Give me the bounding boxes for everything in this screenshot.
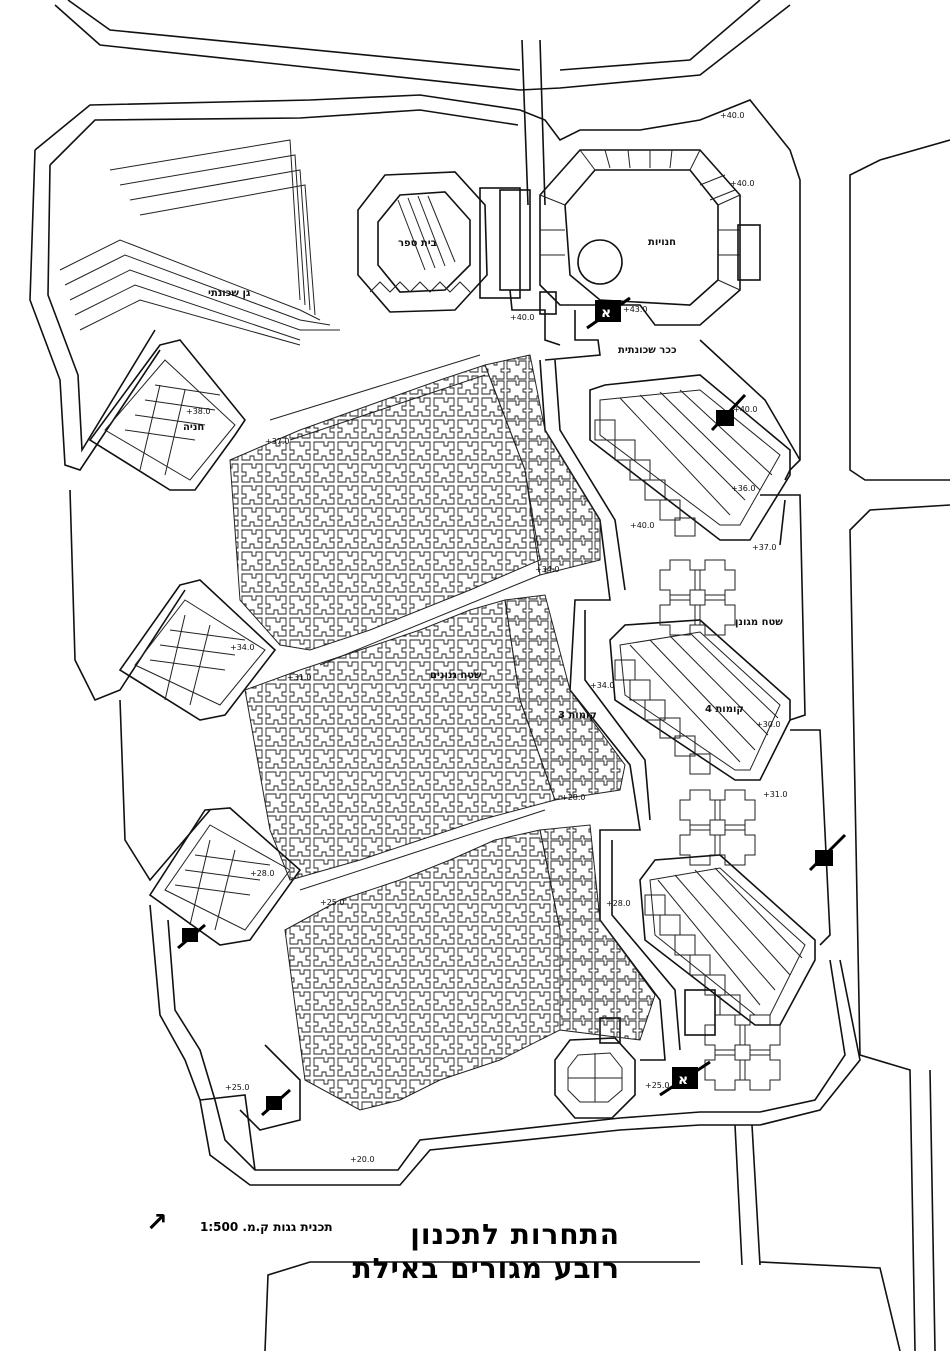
section-marker-a-top	[586, 296, 631, 330]
drawing-subtitle: תכנית גגות ק.מ. 1:500	[200, 1220, 333, 1234]
housing-clusters	[229, 354, 656, 1111]
svg-text:+25.0: +25.0	[225, 1083, 250, 1092]
svg-text:+28.0: +28.0	[606, 899, 631, 908]
svg-text:+28.0: +28.0	[250, 869, 275, 878]
label-green-area: שטח גנונים	[430, 670, 482, 681]
label-play-area: שטח מגונן	[735, 617, 783, 628]
svg-text:+40.0: +40.0	[630, 521, 655, 530]
parking-north	[88, 339, 246, 491]
label-floors4: 4 קומות	[705, 704, 744, 715]
south-west-plaza	[199, 1044, 301, 1171]
parking-south	[148, 807, 302, 946]
access-road-north	[521, 39, 546, 206]
svg-text:+36.0: +36.0	[731, 484, 756, 493]
right-road	[849, 139, 950, 1351]
parking-middle	[118, 579, 277, 721]
svg-text:+40.0: +40.0	[730, 179, 755, 188]
svg-text:+40.0: +40.0	[733, 405, 758, 414]
svg-text:+25.0: +25.0	[320, 898, 345, 907]
svg-text:+31.0: +31.0	[763, 790, 788, 799]
section-marker-b-4	[261, 1088, 291, 1117]
title-line-2: רובע מגורים באילת	[352, 1252, 620, 1285]
site-boundary	[29, 94, 861, 1186]
svg-text:+43.0: +43.0	[623, 305, 648, 314]
svg-text:+25.0: +25.0	[645, 1081, 670, 1090]
label-shops: חנויות	[648, 237, 676, 248]
row-block-north	[589, 374, 791, 541]
bottom-road	[264, 1124, 901, 1351]
pavilions	[659, 559, 781, 1091]
svg-text:+28.0: +28.0	[561, 793, 586, 802]
svg-text:+20.0: +20.0	[350, 1155, 375, 1164]
label-floors3: 3 קומות	[558, 710, 597, 721]
shops-building	[539, 149, 761, 326]
svg-text:+38.0: +38.0	[186, 407, 211, 416]
svg-text:+40.0: +40.0	[510, 313, 535, 322]
north-arrow-icon: ↗	[146, 1208, 168, 1238]
svg-text:+31.0: +31.0	[287, 673, 312, 682]
section-letter-a-top: א	[601, 305, 611, 321]
section-letter-a-bottom: א	[678, 1072, 688, 1088]
svg-text:+34.0: +34.0	[230, 643, 255, 652]
right-site-edges	[699, 339, 831, 946]
row-block-middle	[609, 619, 791, 781]
school-building	[357, 171, 531, 313]
title-line-1: התחרות לתכנון	[410, 1218, 620, 1251]
section-marker-a-bottom	[659, 1060, 711, 1097]
section-marker-b-1	[710, 393, 747, 432]
section-marker-b-2	[808, 833, 847, 872]
svg-text:+34.0: +34.0	[590, 681, 615, 690]
label-parking: חניה	[183, 422, 204, 433]
svg-text:+37.0: +37.0	[265, 437, 290, 446]
park-terraces	[59, 139, 340, 346]
svg-text:+37.0: +37.0	[752, 543, 777, 552]
label-square: ככר שכונתית	[618, 345, 677, 356]
label-school: בית ספר	[398, 238, 437, 249]
row-block-south	[639, 854, 816, 1026]
svg-text:+34.0: +34.0	[535, 565, 560, 574]
svg-text:+30.0: +30.0	[756, 720, 781, 729]
section-marker-b-3	[177, 923, 206, 950]
spot-levels: +40.0 +40.0 +43.0 +40.0 +40.0 +37.0 +38.…	[186, 111, 788, 1164]
top-road	[54, 0, 791, 91]
label-park: גן שכונתי	[208, 288, 251, 299]
svg-text:+40.0: +40.0	[720, 111, 745, 120]
